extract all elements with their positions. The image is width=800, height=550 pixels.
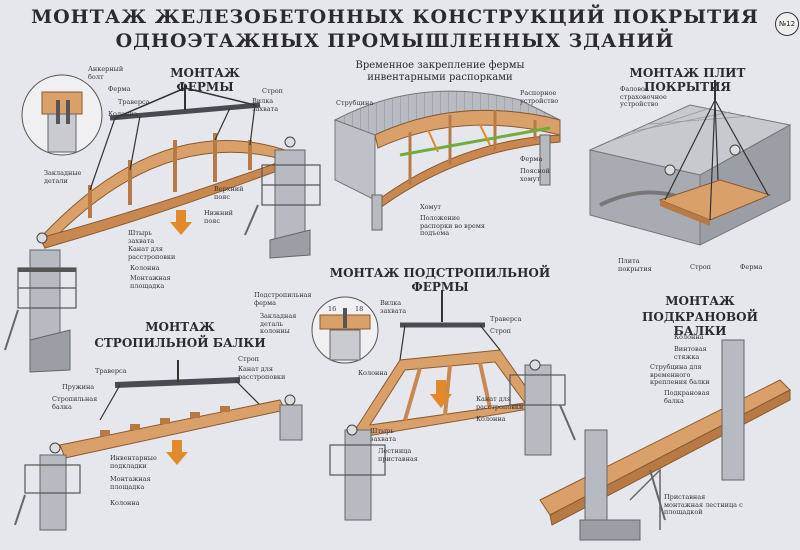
section-title-crane-1: МОНТАЖ — [665, 294, 735, 308]
section-title-rafter-2: СТРОПИЛЬНОЙ БАЛКИ — [94, 336, 266, 350]
label-clamp: Хомут — [420, 203, 442, 211]
label-embedded-column: Закладная деталь колонны — [260, 312, 297, 335]
sheet-number-badge: №12 — [775, 12, 799, 36]
label-embedded: Закладные детали — [44, 169, 82, 185]
label-sling-lock-b: Вилка захвата — [380, 299, 407, 315]
lowering-arrow-c — [166, 440, 188, 465]
label-truss-b: Ферма — [520, 155, 543, 163]
section-title-bracing: Временное закрепление фермы инвентарными… — [355, 60, 525, 83]
label-pole-clamp: Поясной хомут — [520, 167, 550, 183]
label-mount-platform: Монтажная площадка — [130, 274, 171, 290]
section-title-truss: МОНТАЖ ФЕРМЫ — [170, 66, 240, 94]
crane-beam-illustration — [539, 339, 791, 541]
label-fall-device: Фаловое страховочное устройство — [620, 85, 667, 108]
label-guy-rope: Канат для расстроповки — [128, 245, 176, 261]
label-grip-pin: Штырь захвата — [128, 229, 155, 245]
traverse-beam — [109, 102, 261, 121]
label-traverse: Траверса — [118, 98, 150, 106]
label-mark-18: 18 — [355, 305, 364, 313]
label-sling-d: Строп — [238, 355, 259, 363]
label-anchor-bolt: Анкерный болт — [88, 65, 124, 81]
section-title-subtruss: МОНТАЖ ПОДСТРОПИЛЬНОЙ ФЕРМЫ — [329, 266, 551, 294]
label-sling: Строп — [262, 87, 283, 95]
label-truss: Ферма — [108, 85, 131, 93]
label-column: Колонна — [108, 110, 138, 118]
rafter-beam-illustration — [14, 360, 303, 531]
temporary-strut — [399, 126, 551, 157]
slab-illustration — [588, 80, 792, 246]
label-sling-lock: Вилка захвата — [252, 97, 279, 113]
section-title-slabs: МОНТАЖ ПЛИТ ПОКРЫТИЯ — [629, 66, 746, 94]
label-grip-pin-b: Штырь захвата — [370, 427, 397, 443]
label-spring: Пружина — [62, 383, 95, 391]
traverse-d — [114, 377, 241, 388]
label-ladder-e: Приставная монтажная лестница с площадко… — [664, 493, 743, 516]
label-pads: Инвентарные подкладки — [110, 454, 157, 470]
section-title-rafter-1: МОНТАЖ — [145, 320, 215, 334]
label-ladder: Лестница приставная — [378, 447, 418, 463]
poster-title-line1: МОНТАЖ ЖЕЛЕЗОБЕТОННЫХ КОНСТРУКЦИЙ ПОКРЫТ… — [31, 6, 759, 28]
label-strut-position: Положение распорки во время подъема — [420, 214, 486, 237]
label-sling-c: Строп — [690, 263, 711, 271]
section-title-crane-2: ПОДКРАНОВОЙ БАЛКИ — [642, 310, 758, 338]
label-truss-c: Ферма — [740, 263, 763, 271]
label-anchor-tie: Винтовая стяжка — [674, 345, 707, 361]
label-spacer-device: Распорное устройство — [520, 89, 559, 105]
label-subtruss: Подстропильная ферма — [254, 291, 312, 307]
sub-truss-illustration — [311, 290, 576, 521]
label-guy-rope-d: Канат для расстроповки — [238, 365, 286, 381]
label-column-d: Колонна — [110, 499, 140, 507]
label-strut: Струбцина — [336, 99, 374, 107]
poster-title-line2: ОДНОЭТАЖНЫХ ПРОМЫШЛЕННЫХ ЗДАНИЙ — [115, 30, 675, 52]
label-rafter-beam: Стропильная балка — [52, 395, 98, 411]
label-strut-e: Струбцина для временного крепления балки — [650, 363, 710, 386]
label-mark-16: 16 — [328, 305, 337, 313]
label-column2: Колонна — [130, 264, 160, 272]
label-traverse-d: Траверса — [95, 367, 127, 375]
label-lower-chord: Нижний пояс — [204, 209, 233, 225]
label-column-b2: Колонна — [476, 415, 506, 423]
label-crane-beam: Подкрановая балка — [664, 389, 710, 405]
lowering-arrow — [170, 210, 192, 235]
label-column-e: Колонна — [674, 333, 704, 341]
label-mount-platform-d: Монтажная площадка — [110, 475, 151, 491]
label-upper-chord: Верхний пояс — [214, 185, 244, 201]
bracing-illustration — [333, 90, 561, 231]
label-sling-b: Строп — [490, 327, 511, 335]
label-traverse-b: Траверса — [490, 315, 522, 323]
truss-mounting-illustration — [4, 74, 321, 373]
label-column-b: Колонна — [358, 369, 388, 377]
label-slab: Плита покрытия — [618, 257, 652, 273]
label-guy-rope-b: Канат для расстроповки — [476, 395, 524, 411]
lowering-arrow-b — [430, 380, 452, 408]
